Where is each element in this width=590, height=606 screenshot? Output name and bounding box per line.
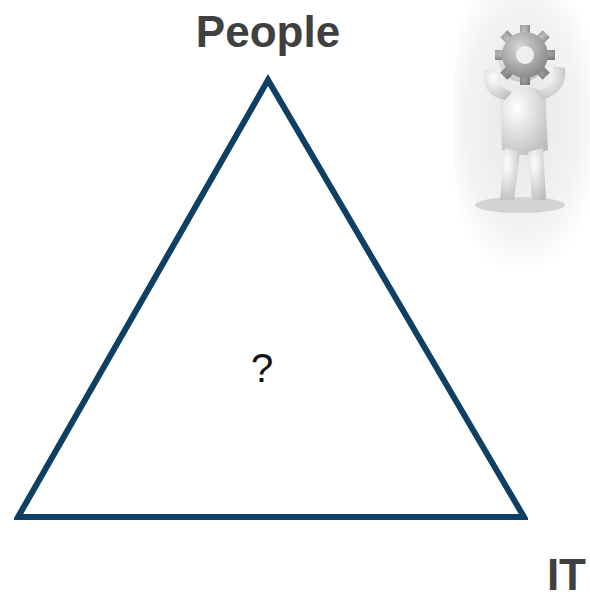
triangle-shape: ? (14, 74, 528, 522)
figure-illustration (455, 0, 590, 265)
question-mark: ? (251, 346, 273, 391)
figure-leg (528, 148, 546, 200)
figure-leg (500, 148, 520, 200)
illustration-ground (455, 0, 590, 265)
vertex-label: IT (547, 553, 586, 597)
triangle-border (18, 80, 524, 517)
figure-shadow (475, 197, 565, 213)
triangle-outline (14, 74, 528, 522)
gear-icon (495, 25, 555, 85)
vertex-label: People (196, 10, 340, 54)
